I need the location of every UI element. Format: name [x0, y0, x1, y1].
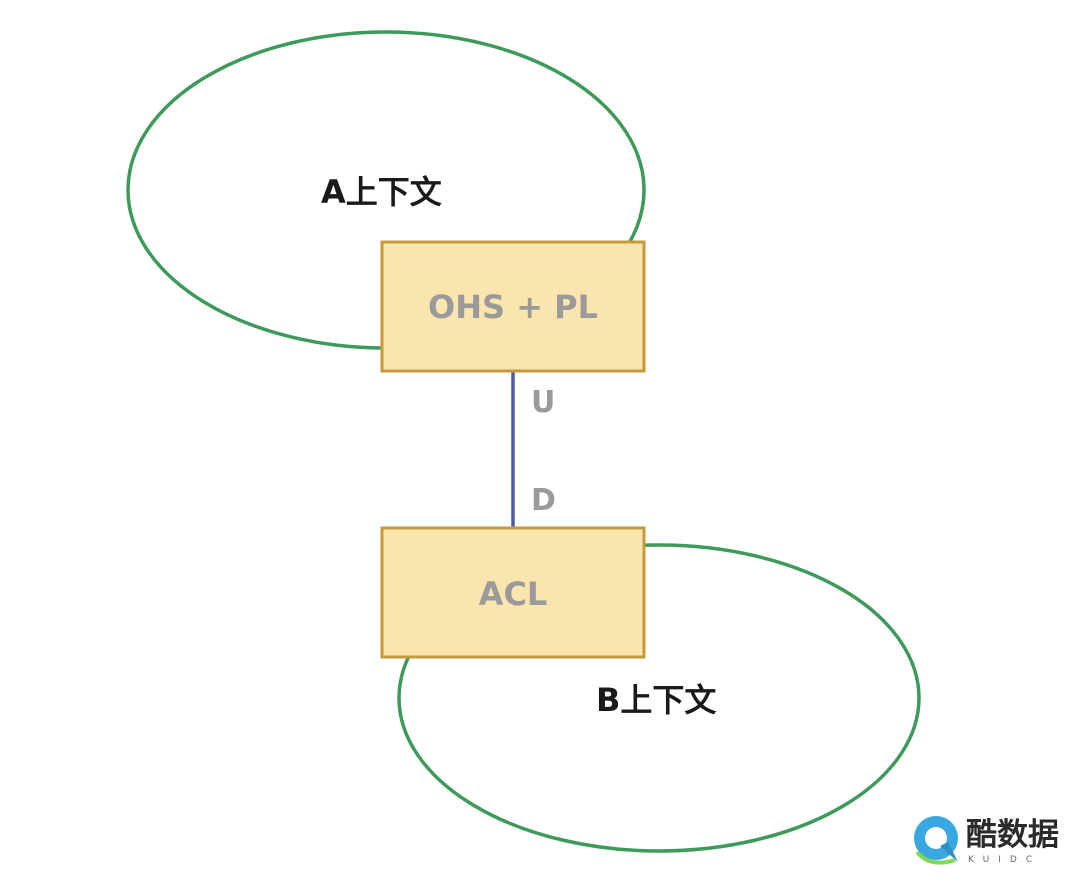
watermark-text: 酷数据: [966, 817, 1059, 853]
watermark-subtext: KUIDC: [968, 855, 1041, 865]
upstream-label: U: [531, 385, 555, 420]
acl-box: ACL: [380, 526, 646, 659]
context-b-ellipse: [397, 543, 921, 853]
acl-box-label: ACL: [479, 575, 548, 613]
watermark: 酷数据 KUIDC: [914, 816, 1059, 865]
context-b-label: B上下文: [596, 681, 716, 719]
context-a-label: A上下文: [321, 173, 442, 211]
ohs-pl-box-label: OHS + PL: [428, 288, 598, 326]
watermark-logo-icon: [914, 816, 958, 865]
downstream-label: D: [531, 483, 556, 518]
ohs-pl-box: OHS + PL: [380, 240, 646, 373]
